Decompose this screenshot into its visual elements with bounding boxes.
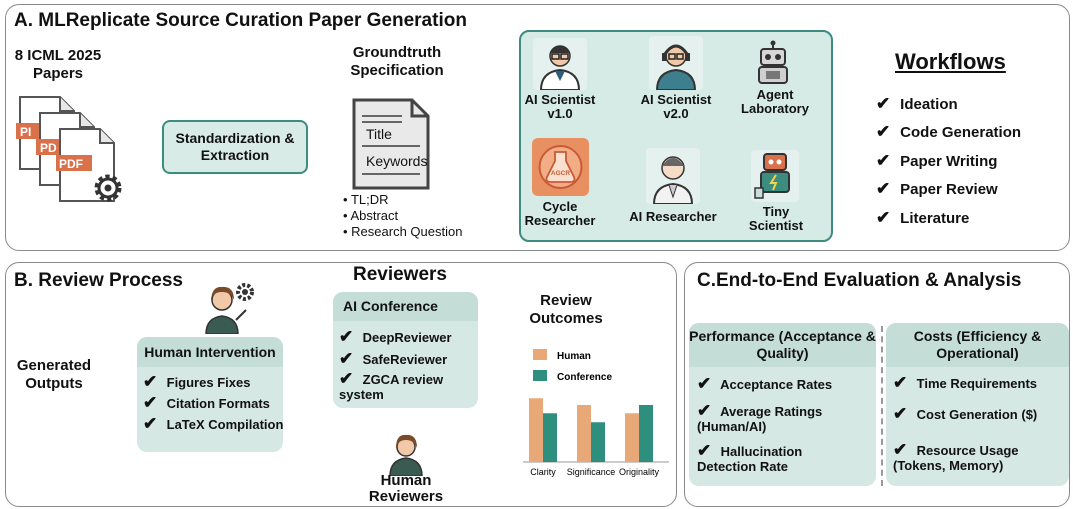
performance-item: ✔ Hallucination Detection Rate (697, 441, 803, 474)
tiny-robot-icon (751, 150, 799, 202)
pdf-partial-label-2: PD (40, 141, 57, 155)
flask-icon: AGCR (532, 138, 589, 196)
check-icon: ✔ (876, 208, 891, 227)
researcher-icon (646, 148, 700, 204)
workflow-item: ✔ Ideation (876, 94, 958, 113)
conference-item: ✔ SafeReviewer (339, 349, 448, 368)
agent-label-ai-scientist-v2: AI Scientist v2.0 (640, 92, 712, 121)
agent-label-cycle-researcher: Cycle Researcher (524, 199, 596, 228)
legend-label-conference: Conference (557, 372, 612, 383)
gear-icon (94, 174, 122, 202)
workflow-item: ✔ Paper Review (876, 179, 998, 198)
groundtruth-label: Groundtruth Specification (350, 44, 444, 79)
x-tick-label: Significance (567, 467, 616, 477)
bar-conference-originality (639, 405, 653, 462)
check-icon: ✔ (143, 393, 158, 412)
spec-item: • TL;DR (343, 192, 389, 207)
agent-label-agent-laboratory: Agent Laboratory (741, 87, 809, 116)
agent-label-tiny-scientist: Tiny Scientist (748, 204, 804, 233)
divider (881, 326, 883, 486)
intervention-item: ✔ Figures Fixes (143, 372, 251, 391)
reviewers-title: Reviewers (352, 264, 447, 285)
workflows-title: Workflows (895, 49, 1006, 74)
intervention-item: ✔ Citation Formats (143, 393, 270, 412)
performance-item: ✔ Acceptance Rates (697, 374, 833, 393)
check-icon: ✔ (697, 374, 712, 393)
check-icon: ✔ (339, 369, 354, 388)
check-icon: ✔ (876, 122, 891, 141)
extraction-label: Standardization & Extraction (175, 130, 295, 163)
human-reviewer-icon (389, 434, 423, 476)
agent-label-ai-scientist-v1: AI Scientist v1.0 (524, 92, 596, 121)
doc-keywords-text: Keywords (366, 153, 427, 169)
generated-outputs-label: Generated Outputs (16, 357, 92, 392)
check-icon: ✔ (697, 441, 712, 460)
pdf-stack-icon: PI PD PDF (16, 96, 122, 202)
costs-title: Costs (Efficiency & Operational) (886, 323, 1069, 367)
robot-icon (758, 40, 788, 84)
papers-label: 8 ICML 2025 Papers (14, 47, 102, 82)
scientist-icon (533, 38, 587, 90)
check-icon: ✔ (339, 327, 354, 346)
human-reviewers-label: Human Reviewers (368, 472, 444, 505)
x-tick-label: Clarity (530, 467, 556, 477)
doc-title-text: Title (366, 126, 392, 142)
workflow-item: ✔ Paper Writing (876, 151, 998, 170)
check-icon: ✔ (876, 179, 891, 198)
pdf-partial-label-1: PI (20, 125, 31, 139)
panel-b-title: B. Review Process (14, 270, 183, 291)
flask-label-text: AGCR (551, 170, 570, 177)
panel-c-title: C.End-to-End Evaluation & Analysis (697, 270, 1022, 291)
agent-label-ai-researcher: AI Researcher (629, 209, 717, 224)
cost-item: ✔ Resource Usage (Tokens, Memory) (893, 440, 1019, 473)
performance-box: Performance (Acceptance & Quality) (689, 323, 876, 486)
human-intervention-title: Human Intervention (137, 337, 283, 367)
workflow-item: ✔ Code Generation (876, 122, 1022, 141)
panel-a-title: A. MLReplicate Source Curation Paper Gen… (14, 10, 467, 31)
performance-title: Performance (Acceptance & Quality) (689, 323, 876, 367)
workflow-item: ✔ Literature (876, 208, 970, 227)
legend-swatch-human (533, 349, 547, 360)
check-icon: ✔ (876, 94, 891, 113)
x-tick-label: Originality (619, 467, 660, 477)
check-icon: ✔ (339, 349, 354, 368)
check-icon: ✔ (876, 151, 891, 170)
bar-human-significance (577, 405, 591, 462)
pdf-label: PDF (59, 157, 83, 171)
cost-item: ✔ Time Requirements (893, 373, 1038, 392)
check-icon: ✔ (893, 373, 908, 392)
ai-conference-title: AI Conference (333, 292, 478, 321)
intervention-item: ✔ LaTeX Compilation (143, 414, 284, 433)
bar-conference-clarity (543, 413, 557, 462)
human-intervention-box: Human Intervention (137, 337, 283, 452)
review-outcomes-title: Review Outcomes (529, 292, 603, 327)
bar-human-originality (625, 413, 639, 462)
costs-box: Costs (Efficiency & Operational) (886, 323, 1069, 486)
scientist-headset-icon (649, 36, 703, 90)
ai-conference-box: AI Conference (333, 292, 478, 408)
performance-item: ✔ Average Ratings (Human/AI) (697, 401, 823, 434)
spec-item: • Abstract (343, 208, 399, 223)
check-icon: ✔ (143, 414, 158, 433)
cost-item: ✔ Cost Generation ($) (893, 404, 1038, 423)
person-gear-icon (205, 283, 254, 334)
legend-label-human: Human (557, 351, 591, 362)
spec-item: • Research Question (343, 224, 463, 239)
document-icon: Title Keywords (352, 98, 430, 190)
check-icon: ✔ (893, 404, 908, 423)
check-icon: ✔ (697, 401, 712, 420)
extraction-box: Standardization & Extraction (162, 120, 308, 174)
legend-swatch-conference (533, 370, 547, 381)
check-icon: ✔ (143, 372, 158, 391)
conference-item: ✔ ZGCA review system (339, 369, 444, 402)
spec-list: • TL;DR • Abstract • Research Question (343, 192, 462, 240)
bar-human-clarity (529, 398, 543, 462)
conference-item: ✔ DeepReviewer (339, 327, 452, 346)
check-icon: ✔ (893, 440, 908, 459)
bar-conference-significance (591, 422, 605, 462)
